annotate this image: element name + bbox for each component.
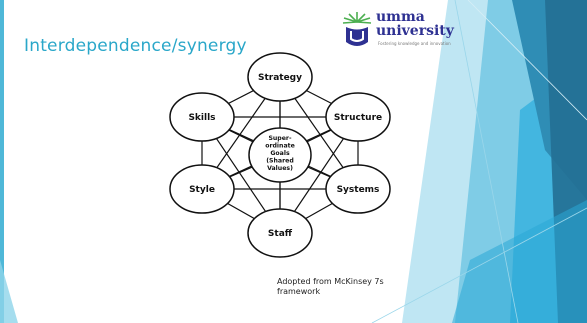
node-strategy-label: Strategy xyxy=(258,73,302,83)
node-structure-label: Structure xyxy=(334,113,382,123)
center-label-line: (Shared xyxy=(266,158,294,165)
decor-line-3 xyxy=(467,0,587,121)
center-label-line: ordinate xyxy=(265,143,295,150)
node-structure: Structure xyxy=(325,92,391,142)
node-skills-label: Skills xyxy=(188,113,215,123)
node-style-label: Style xyxy=(189,185,215,195)
node-skills: Skills xyxy=(169,92,235,142)
logo-wordmark-line1: umma xyxy=(376,9,425,25)
node-shared-values: Super- ordinate Goals (Shared Values) xyxy=(248,127,312,183)
logo-wordmark-line2: university xyxy=(376,23,454,39)
node-strategy: Strategy xyxy=(247,52,313,102)
left-accent-strip xyxy=(0,0,4,323)
decor-line-2 xyxy=(371,207,587,323)
node-systems-label: Systems xyxy=(337,185,380,195)
node-systems: Systems xyxy=(325,164,391,214)
center-label-line: Values) xyxy=(267,165,293,172)
logo-tagline: Fostering knowledge and innovation xyxy=(378,41,451,46)
source-caption: Adopted from McKinsey 7s framework xyxy=(277,277,384,296)
node-staff: Staff xyxy=(247,208,313,258)
center-label-line: Super- xyxy=(268,135,292,142)
node-style: Style xyxy=(169,164,235,214)
left-accent-wedge xyxy=(0,260,18,323)
decor-line-1 xyxy=(454,0,519,323)
umma-university-logo: umma university Fostering knowledge and … xyxy=(340,10,460,54)
umma-logo-icon xyxy=(342,12,372,46)
center-label-line: Goals xyxy=(270,150,290,157)
slide-title: Interdependence/synergy xyxy=(24,36,247,56)
node-staff-label: Staff xyxy=(268,229,293,239)
right-band-highlight xyxy=(452,200,587,323)
